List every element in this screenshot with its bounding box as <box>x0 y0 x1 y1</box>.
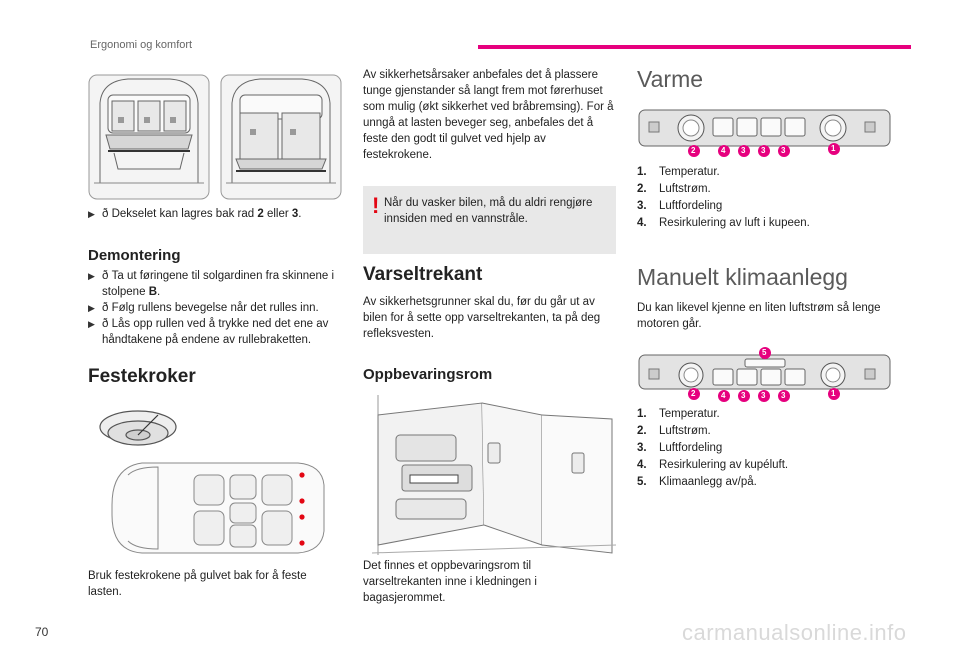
trunk-row3-drawing <box>220 74 342 200</box>
list-item: 1.Temperatur. <box>637 408 720 420</box>
vehicle-floorplan <box>111 462 325 554</box>
festekroker-text: Bruk festekrokene på gulvet bak for å fe… <box>88 570 307 598</box>
hook-detail <box>99 410 177 446</box>
list-item: ▶ Følg rullens bevegelse når det rulles … <box>88 300 350 316</box>
list-item: 4.Resirkulering av luft i kupeen. <box>637 217 810 229</box>
festekroker-heading: Festekroker <box>88 366 196 387</box>
manuelt-list: 1.Temperatur. 2.Luftstrøm. 3.Luftfordeli… <box>637 406 887 491</box>
list-item: 2.Luftstrøm. <box>637 183 711 195</box>
watermark: carmanualsonline.info <box>682 620 907 645</box>
header-accent-bar <box>478 45 911 49</box>
bullet-marker: ▶ <box>88 303 95 313</box>
bullet-marker: ▶ <box>88 319 95 329</box>
list-item: 3.Luftfordeling <box>637 200 723 212</box>
trunk-cover-illustration <box>88 74 342 200</box>
list-item: 5.Klimaanlegg av/på. <box>637 476 757 488</box>
varme-heading: Varme <box>637 66 704 92</box>
warning-exclamation-icon: ! <box>372 193 380 218</box>
list-item: 1.Temperatur. <box>637 166 720 178</box>
bullet-marker: ▶ <box>88 271 95 281</box>
oppbevaringsrom-text: Det finnes et oppbevaringsrom til varsel… <box>363 560 537 604</box>
warning-text: Når du vasker bilen, må du aldri rengjør… <box>384 197 593 225</box>
demontering-list: ▶ Ta ut føringene til solgardinen fra sk… <box>88 268 350 348</box>
tie-down-hooks-illustration <box>99 410 325 554</box>
trunk-row2-drawing <box>88 74 210 200</box>
page-number: 70 <box>35 625 49 639</box>
varseltrekant-heading: Varseltrekant <box>363 264 483 285</box>
varseltrekant-text: Av sikkerhetsgrunner skal du, før du går… <box>363 296 601 340</box>
list-item: 4.Resirkulering av kupéluft. <box>637 459 789 471</box>
callout-markers <box>688 347 840 402</box>
manuelt-callout-labels: 5 2 4 3 3 3 1 <box>691 348 836 400</box>
callout-markers <box>688 143 840 157</box>
varme-callout-labels: 2 4 3 3 3 1 <box>691 144 836 155</box>
tie-down-hook-markers <box>299 472 305 546</box>
demontering-heading: Demontering <box>88 247 181 264</box>
varme-list: 1.Temperatur. 2.Luftstrøm. 3.Luftfordeli… <box>637 164 887 232</box>
manuelt-klimaanlegg-heading: Manuelt klimaanlegg <box>637 264 848 290</box>
storage-compartment-illustration <box>372 395 616 555</box>
list-item: 2.Luftstrøm. <box>637 425 711 437</box>
manual-ac-control-panel <box>638 347 891 402</box>
heating-control-panel <box>638 109 891 157</box>
oppbevaringsrom-heading: Oppbevaringsrom <box>363 366 493 383</box>
warning-box: ! Når du vasker bilen, må du aldri rengj… <box>363 186 616 254</box>
list-item: ▶ Ta ut føringene til solgardinen fra sk… <box>88 268 350 300</box>
section-title: Ergonomi og komfort <box>90 39 193 51</box>
list-item: 3.Luftfordeling <box>637 442 723 454</box>
list-item: ▶ Lås opp rullen ved å trykke ned det en… <box>88 316 350 348</box>
load-safety-intro: Av sikkerhetsårsaker anbefales det å pla… <box>363 69 614 161</box>
trunk-caption: ▶ Dekselet kan lagres bak rad 2 eller 3. <box>88 206 348 222</box>
manuelt-klimaanlegg-intro: Du kan likevel kjenne en liten luftstrøm… <box>637 302 881 330</box>
bullet-marker: ▶ <box>88 209 95 219</box>
